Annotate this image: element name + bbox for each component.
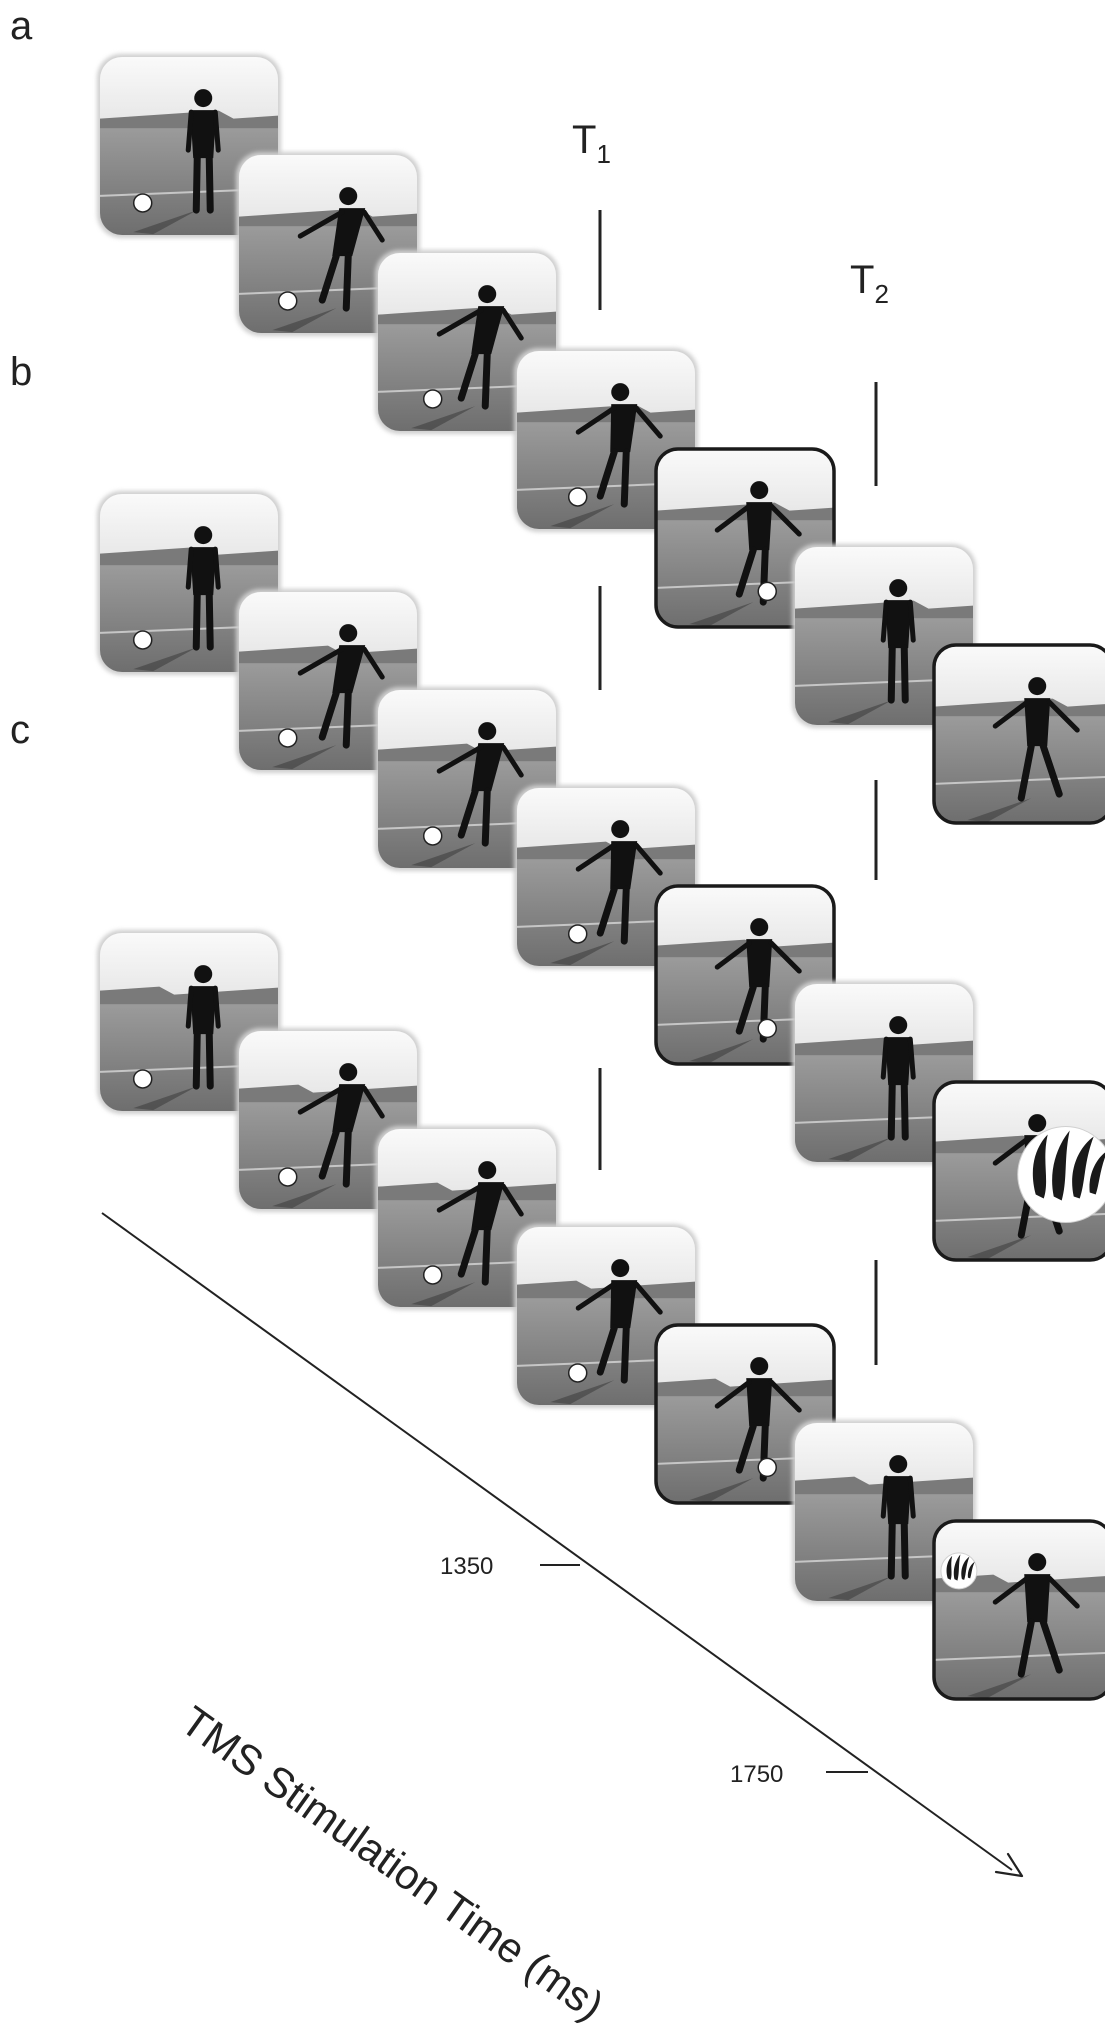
sequence-panel-a xyxy=(97,54,1105,825)
axis-tick-label-1350: 1350 xyxy=(440,1553,494,1580)
flame-petal xyxy=(1072,1136,1094,1199)
time-axis-arrowhead xyxy=(994,1852,1024,1878)
emphasis-border xyxy=(654,884,836,1066)
t1-label: T1 xyxy=(572,118,611,170)
ball xyxy=(567,924,588,944)
frames-layer xyxy=(97,54,1105,1701)
markers-layer xyxy=(598,210,878,1365)
ball xyxy=(277,1167,298,1187)
sequence-panel-c xyxy=(97,930,1105,1701)
flame-petal xyxy=(1052,1130,1070,1201)
t2-label: T2 xyxy=(850,258,889,310)
ball xyxy=(132,193,153,213)
flame-petal xyxy=(953,1554,961,1581)
stimulus-frame-emphasized xyxy=(932,643,1105,825)
ball xyxy=(277,291,298,311)
ball xyxy=(277,728,298,748)
stimulus-frame xyxy=(375,687,559,871)
emphasis-border xyxy=(932,1080,1105,1262)
panel-label-a: a xyxy=(10,4,33,48)
stimulus-frame xyxy=(97,491,281,675)
flame-petal xyxy=(1089,1150,1105,1195)
t2-subscript: 2 xyxy=(874,279,889,309)
stimulus-frame xyxy=(514,1224,698,1408)
stimulus-frame xyxy=(792,1420,976,1604)
ball xyxy=(422,1265,443,1285)
t1-subscript: 1 xyxy=(596,139,611,169)
ball xyxy=(422,826,443,846)
ball xyxy=(567,487,588,507)
sequence-panel-b xyxy=(97,491,1105,1262)
t1-text: T xyxy=(572,118,597,162)
flame-petal xyxy=(1032,1134,1048,1199)
emphasis-border xyxy=(654,447,836,629)
flame-petal xyxy=(946,1555,953,1580)
stimulus-frame-emphasized xyxy=(932,1519,1105,1701)
panel-label-b: b xyxy=(10,350,33,394)
flame-overlay-small xyxy=(940,1552,978,1590)
ball xyxy=(757,1018,777,1039)
flame-petal xyxy=(961,1556,970,1580)
stimulus-frame xyxy=(792,544,976,728)
ball xyxy=(757,581,777,602)
stimulus-frame-emphasized xyxy=(654,884,836,1066)
flame-petal xyxy=(967,1561,975,1579)
emphasis-border xyxy=(932,643,1105,825)
time-axis xyxy=(101,1212,1024,1878)
ball xyxy=(757,1457,777,1478)
ball xyxy=(567,1363,588,1383)
stimulus-frame xyxy=(236,589,420,773)
trial-sequence-diagram xyxy=(97,54,1105,1878)
panel-label-c: c xyxy=(10,708,30,752)
ball xyxy=(132,630,153,650)
ball xyxy=(132,1069,153,1089)
t2-text: T xyxy=(850,258,875,302)
axis-tick-label-1750: 1750 xyxy=(730,1761,784,1788)
emphasis-border xyxy=(654,1323,836,1505)
stimulus-frame-emphasized xyxy=(932,1080,1105,1262)
ball xyxy=(422,389,443,409)
stimulus-frame xyxy=(375,250,559,434)
flame-overlay xyxy=(1017,1126,1105,1224)
emphasis-border xyxy=(932,1519,1105,1701)
time-axis-line xyxy=(101,1212,1013,1871)
